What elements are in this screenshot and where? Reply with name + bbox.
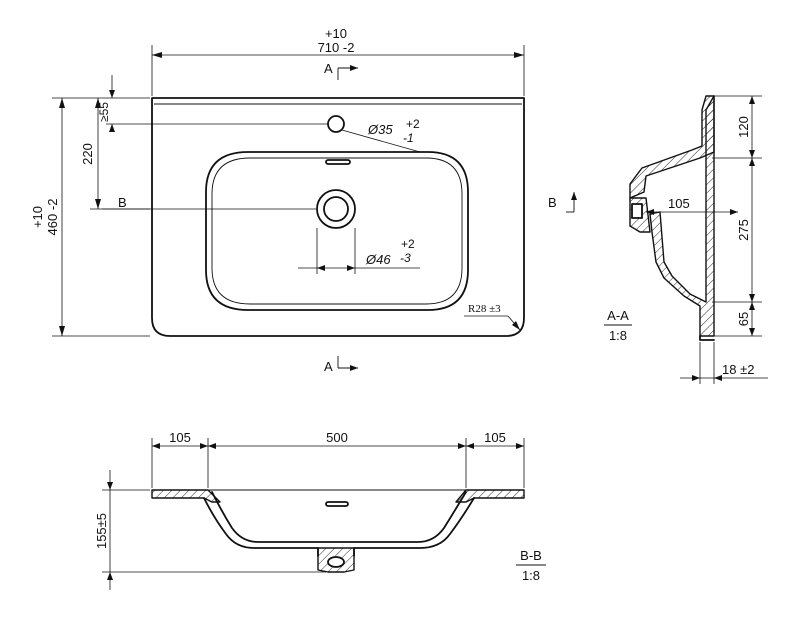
drain-inner bbox=[323, 196, 349, 222]
section-bb-title: B-B bbox=[520, 548, 542, 563]
section-b-marker-right: B bbox=[548, 195, 557, 210]
section-aa-wall-top bbox=[629, 95, 715, 199]
section-aa-dim-bottom: 65 bbox=[736, 312, 751, 326]
tap-hole-offset-value: ≥55 bbox=[97, 102, 111, 122]
corner-radius: R28 ±3 bbox=[468, 303, 501, 315]
section-bb-left-rim bbox=[151, 489, 221, 503]
section-aa-dim-thickness: 18 ±2 bbox=[722, 362, 754, 377]
section-bb-dim-height: 155±5 bbox=[94, 513, 109, 549]
tap-hole-leader bbox=[341, 129, 421, 153]
section-aa-scale: 1:8 bbox=[609, 328, 627, 343]
section-bb-bowl-outer bbox=[203, 497, 475, 557]
bowl-inner-rim bbox=[211, 157, 463, 305]
section-bb-drain-hole bbox=[327, 556, 345, 568]
section-bb-bowl-inner bbox=[211, 491, 467, 543]
drain-outer bbox=[316, 189, 356, 229]
depth-tolerance: +10 bbox=[30, 206, 45, 228]
plan-view: +10 710 -2 A A +10 460 -2 220 ≥55 bbox=[30, 26, 577, 374]
section-aa-wall-bottom bbox=[649, 95, 715, 337]
width-value: 710 -2 bbox=[318, 40, 355, 55]
section-bb-scale: 1:8 bbox=[522, 568, 540, 583]
drain-offset-value: 220 bbox=[80, 143, 95, 165]
section-aa-dim-drain-depth: 105 bbox=[668, 196, 690, 211]
width-tolerance: +10 bbox=[325, 26, 347, 41]
tap-hole bbox=[327, 115, 345, 133]
section-aa-drain-hole bbox=[631, 203, 643, 219]
bowl-outer-rim bbox=[205, 151, 469, 311]
drain-tol-plus: +2 bbox=[401, 237, 415, 251]
tap-hole-tol-minus: -1 bbox=[403, 131, 414, 145]
overflow-slot bbox=[325, 159, 351, 165]
depth-value: 460 -2 bbox=[45, 199, 60, 236]
tap-hole-tol-plus: +2 bbox=[406, 117, 420, 131]
tap-hole-dia: Ø35 bbox=[367, 122, 393, 137]
section-aa-dim-middle: 275 bbox=[736, 219, 751, 241]
section-bb-dim-right: 105 bbox=[484, 430, 506, 445]
section-aa-dim-top: 120 bbox=[736, 116, 751, 138]
basin-outline bbox=[151, 97, 525, 337]
section-bb-overflow bbox=[325, 501, 349, 507]
section-bb: 105 500 105 155±5 B-B 1:8 bbox=[94, 430, 546, 590]
section-a-marker-bottom: A bbox=[324, 359, 333, 374]
section-b-marker-left: B bbox=[118, 195, 127, 210]
section-a-marker-top: A bbox=[324, 61, 333, 76]
section-aa-title: A-A bbox=[607, 308, 629, 323]
drain-dia: Ø46 bbox=[365, 252, 391, 267]
section-bb-dim-center: 500 bbox=[326, 430, 348, 445]
drain-tol-minus: -3 bbox=[400, 251, 411, 265]
section-bb-dim-left: 105 bbox=[169, 430, 191, 445]
section-aa: 120 275 65 105 18 ±2 A-A 1:8 bbox=[604, 95, 768, 384]
